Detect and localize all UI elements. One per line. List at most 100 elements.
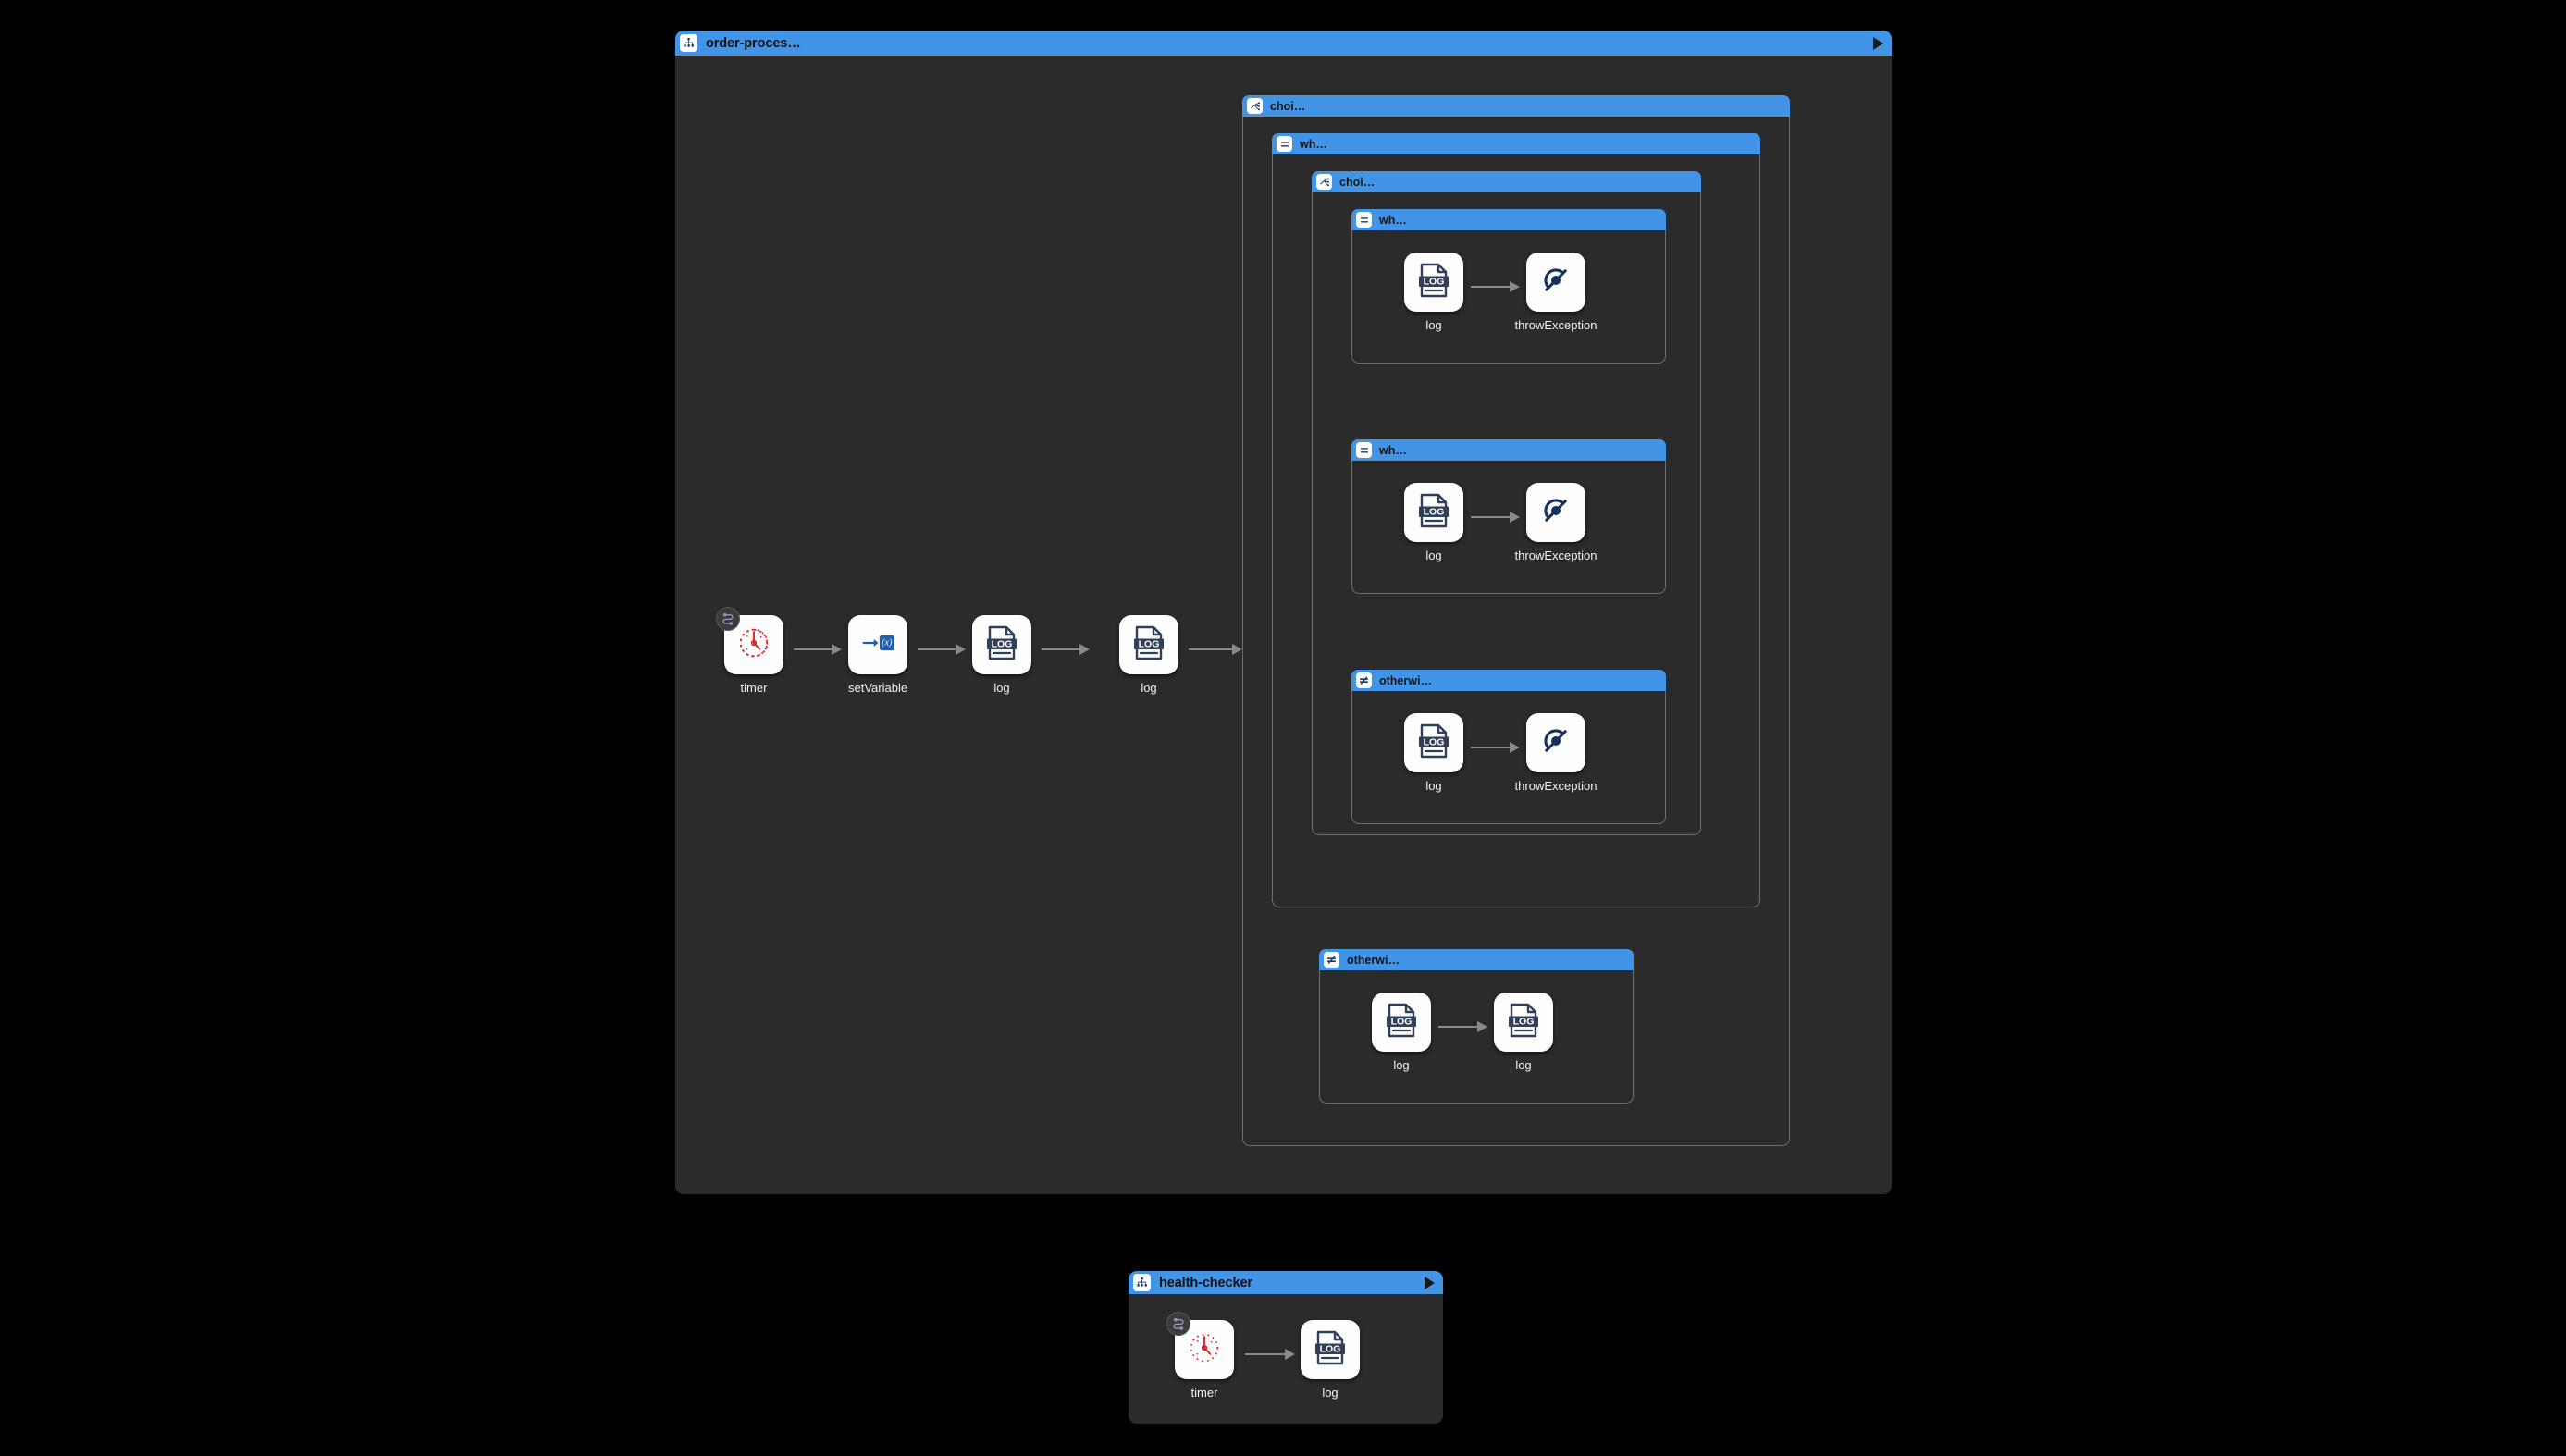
step-header[interactable]: ≠ otherwi…: [1351, 670, 1666, 691]
route-hierarchy-icon: [680, 34, 697, 52]
node-tile[interactable]: LOG: [1119, 615, 1178, 674]
otherwise-noteq-icon: ≠: [1324, 952, 1339, 968]
node-tile[interactable]: LOG: [1404, 713, 1463, 772]
node-log[interactable]: LOG log: [1372, 993, 1431, 1072]
step-title: wh…: [1379, 443, 1407, 457]
route-title: order-proces…: [706, 35, 801, 51]
svg-text:LOG: LOG: [1513, 1016, 1535, 1027]
route-titlebar[interactable]: order-proces…: [675, 31, 1892, 56]
svg-text:LOG: LOG: [1139, 638, 1160, 649]
node-label: throwException: [1514, 318, 1598, 332]
when-lines-icon: [1356, 212, 1372, 228]
node-tile[interactable]: LOG: [1404, 253, 1463, 312]
step-container-choice-inner[interactable]: choi… wh…: [1312, 171, 1701, 835]
node-tile[interactable]: (x): [848, 615, 907, 674]
step-title: otherwi…: [1379, 673, 1432, 687]
node-log-1[interactable]: LOG log: [972, 615, 1031, 695]
step-title: wh…: [1379, 213, 1407, 227]
step-title: choi…: [1270, 99, 1306, 113]
throw-exception-icon: [1537, 722, 1574, 764]
log-file-icon: LOG: [1130, 624, 1167, 666]
run-route-button[interactable]: [1425, 1276, 1435, 1289]
step-header[interactable]: wh…: [1351, 209, 1666, 230]
node-label: log: [1425, 779, 1442, 793]
node-tile[interactable]: LOG: [972, 615, 1031, 674]
log-file-icon: LOG: [983, 624, 1020, 666]
step-header[interactable]: wh…: [1272, 133, 1760, 154]
node-tile[interactable]: LOG: [1372, 993, 1431, 1052]
route-badge-icon: [716, 607, 740, 631]
svg-text:LOG: LOG: [1320, 1343, 1341, 1354]
node-timer[interactable]: timer: [1166, 1312, 1234, 1400]
step-header[interactable]: wh…: [1351, 439, 1666, 461]
node-label: log: [1141, 681, 1157, 695]
svg-text:(x): (x): [882, 637, 893, 648]
node-tile[interactable]: [1166, 1312, 1234, 1379]
connector-log-to-throwexception: [1471, 281, 1520, 292]
node-tile[interactable]: LOG: [1404, 483, 1463, 542]
node-log[interactable]: LOG log: [1404, 713, 1463, 793]
node-label: timer: [740, 681, 768, 695]
step-container-when-inner-1[interactable]: wh… LOG: [1351, 209, 1666, 364]
connector-timer-to-setvariable: [794, 644, 842, 655]
step-header[interactable]: choi…: [1242, 95, 1790, 117]
otherwise-noteq-icon: ≠: [1356, 672, 1372, 688]
connector-log-to-log: [1438, 1021, 1487, 1032]
node-label: throwException: [1514, 779, 1598, 793]
connector-log-to-throwexception: [1471, 742, 1520, 753]
node-throwException[interactable]: throwException: [1515, 713, 1597, 793]
node-label: log: [1425, 318, 1442, 332]
step-container-when-inner-2[interactable]: wh… LOG: [1351, 439, 1666, 594]
log-file-icon: LOG: [1312, 1329, 1349, 1371]
node-log[interactable]: LOG log: [1301, 1320, 1360, 1400]
connector-timer-to-log: [1245, 1349, 1295, 1360]
node-log[interactable]: LOG log: [1404, 253, 1463, 332]
node-tile[interactable]: LOG: [1301, 1320, 1360, 1379]
node-tile[interactable]: [1526, 483, 1585, 542]
step-container-choice-outer[interactable]: choi… wh…: [1242, 95, 1790, 1146]
route-window-health-checker[interactable]: health-checker: [1129, 1271, 1443, 1424]
svg-text:LOG: LOG: [1424, 736, 1445, 747]
throw-exception-icon: [1537, 492, 1574, 534]
route-titlebar[interactable]: health-checker: [1129, 1271, 1443, 1294]
step-header[interactable]: choi…: [1312, 171, 1701, 192]
svg-text:LOG: LOG: [992, 638, 1013, 649]
node-throwException[interactable]: throwException: [1515, 483, 1597, 562]
node-log[interactable]: LOG log: [1494, 993, 1553, 1072]
step-title: otherwi…: [1347, 953, 1400, 967]
step-header[interactable]: ≠ otherwi…: [1319, 949, 1634, 970]
node-timer[interactable]: timer: [716, 607, 783, 695]
node-tile[interactable]: LOG: [1494, 993, 1553, 1052]
node-tile[interactable]: [1526, 253, 1585, 312]
node-tile[interactable]: [1526, 713, 1585, 772]
route-badge-icon: [1166, 1312, 1190, 1336]
route-title: health-checker: [1159, 1275, 1252, 1290]
log-file-icon: LOG: [1505, 1002, 1542, 1043]
svg-text:LOG: LOG: [1424, 276, 1445, 287]
node-setVariable[interactable]: (x) setVariable: [848, 615, 907, 695]
node-throwException[interactable]: throwException: [1515, 253, 1597, 332]
when-lines-icon: [1356, 442, 1372, 458]
node-log[interactable]: LOG log: [1404, 483, 1463, 562]
choice-branch-icon: [1316, 174, 1332, 190]
node-label: log: [1322, 1386, 1339, 1400]
run-route-button[interactable]: [1873, 36, 1883, 50]
timer-clock-icon: [1185, 1328, 1224, 1372]
svg-text:LOG: LOG: [1424, 506, 1445, 517]
connector-log1-to-log2: [1042, 644, 1090, 655]
step-container-otherwise-outer[interactable]: ≠ otherwi… LOG: [1319, 949, 1634, 1104]
set-variable-icon: (x): [858, 623, 897, 667]
step-container-when-outer[interactable]: wh…: [1272, 133, 1760, 907]
route-canvas-body: timer LOG log: [1129, 1294, 1443, 1422]
node-tile[interactable]: [716, 607, 783, 674]
route-window-order-processing[interactable]: order-proces…: [675, 31, 1892, 1194]
step-container-otherwise-inner[interactable]: ≠ otherwi…: [1351, 670, 1666, 824]
throw-exception-icon: [1537, 262, 1574, 303]
node-label: log: [1393, 1058, 1410, 1072]
choice-branch-icon: [1247, 98, 1263, 114]
log-file-icon: LOG: [1415, 492, 1452, 534]
route-canvas-body: timer (x) setVariable: [675, 56, 1892, 1194]
node-label: timer: [1190, 1386, 1218, 1400]
node-log-2[interactable]: LOG log: [1119, 615, 1178, 695]
